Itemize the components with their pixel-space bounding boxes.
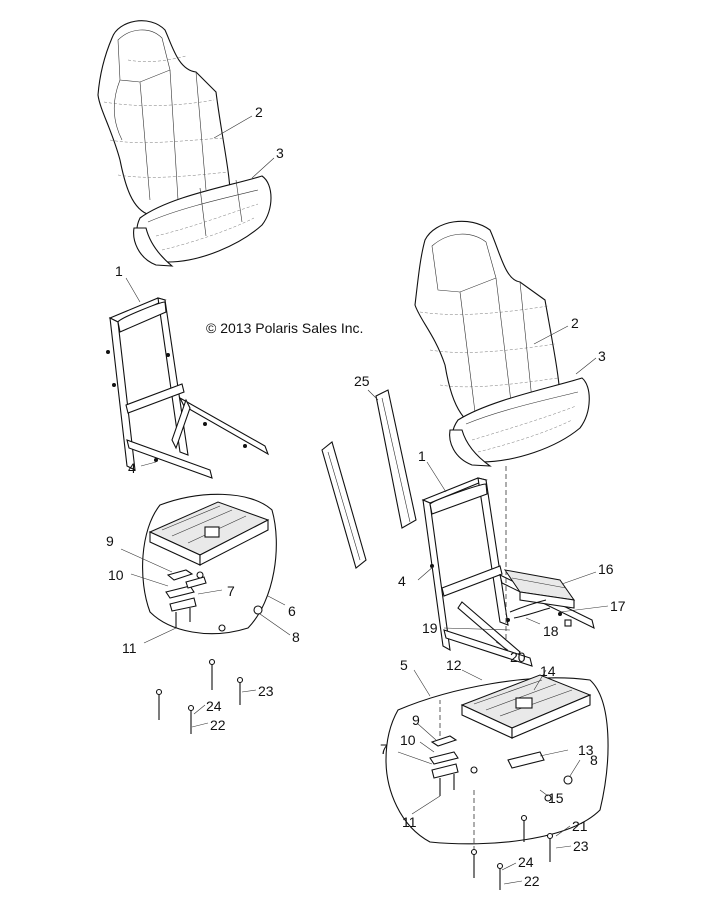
callout-right-10: 10 [400,732,416,748]
callout-right-2: 2 [571,315,579,331]
right-seat [414,220,590,467]
left-loose-bolts [155,658,244,734]
callout-left-22: 22 [210,717,226,733]
callout-right-4: 4 [398,573,406,589]
left-seat-base-group [142,493,277,734]
callout-right-8: 8 [590,752,598,768]
callout-left-4: 4 [128,460,136,476]
callout-right-25: 25 [354,373,370,389]
callout-labels: 2 3 1 4 9 10 7 6 8 11 23 24 22 2 3 25 1 … [106,104,626,889]
callout-left-9: 9 [106,533,114,549]
callout-right-9: 9 [412,712,420,728]
callout-right-21: 21 [572,818,588,834]
callout-left-6: 6 [288,603,296,619]
callout-right-22: 22 [524,873,540,889]
callout-right-18: 18 [543,623,559,639]
right-loose-bolts [470,814,554,890]
callout-right-3: 3 [598,348,606,364]
callout-right-24: 24 [518,854,534,870]
callout-right-15: 15 [548,790,564,806]
left-seat [97,20,272,267]
callout-left-24: 24 [206,698,222,714]
right-trim-pieces [321,389,417,569]
callout-left-10: 10 [108,567,124,583]
callout-left-1: 1 [115,263,123,279]
leader-lines [120,115,609,885]
callout-right-5: 5 [400,657,408,673]
callout-left-23: 23 [258,683,274,699]
callout-right-7: 7 [380,741,388,757]
callout-left-8: 8 [292,629,300,645]
callout-left-11: 11 [122,640,137,656]
right-seat-frame [421,466,595,667]
callout-right-23: 23 [573,838,589,854]
right-seat-base-group [385,674,609,890]
callout-left-3: 3 [276,145,284,161]
callout-right-14: 14 [540,663,556,679]
callout-left-2: 2 [255,104,263,120]
callout-right-11: 11 [402,814,417,830]
callout-right-19: 19 [422,620,438,636]
callout-right-17: 17 [610,598,626,614]
callout-right-1: 1 [418,448,426,464]
copyright-text: © 2013 Polaris Sales Inc. [206,320,363,336]
callout-right-16: 16 [598,561,614,577]
left-seat-frame [106,297,270,479]
callout-right-12: 12 [446,657,462,673]
callout-right-13: 13 [578,742,594,758]
callout-left-7: 7 [227,583,235,599]
callout-right-20: 20 [510,649,526,665]
